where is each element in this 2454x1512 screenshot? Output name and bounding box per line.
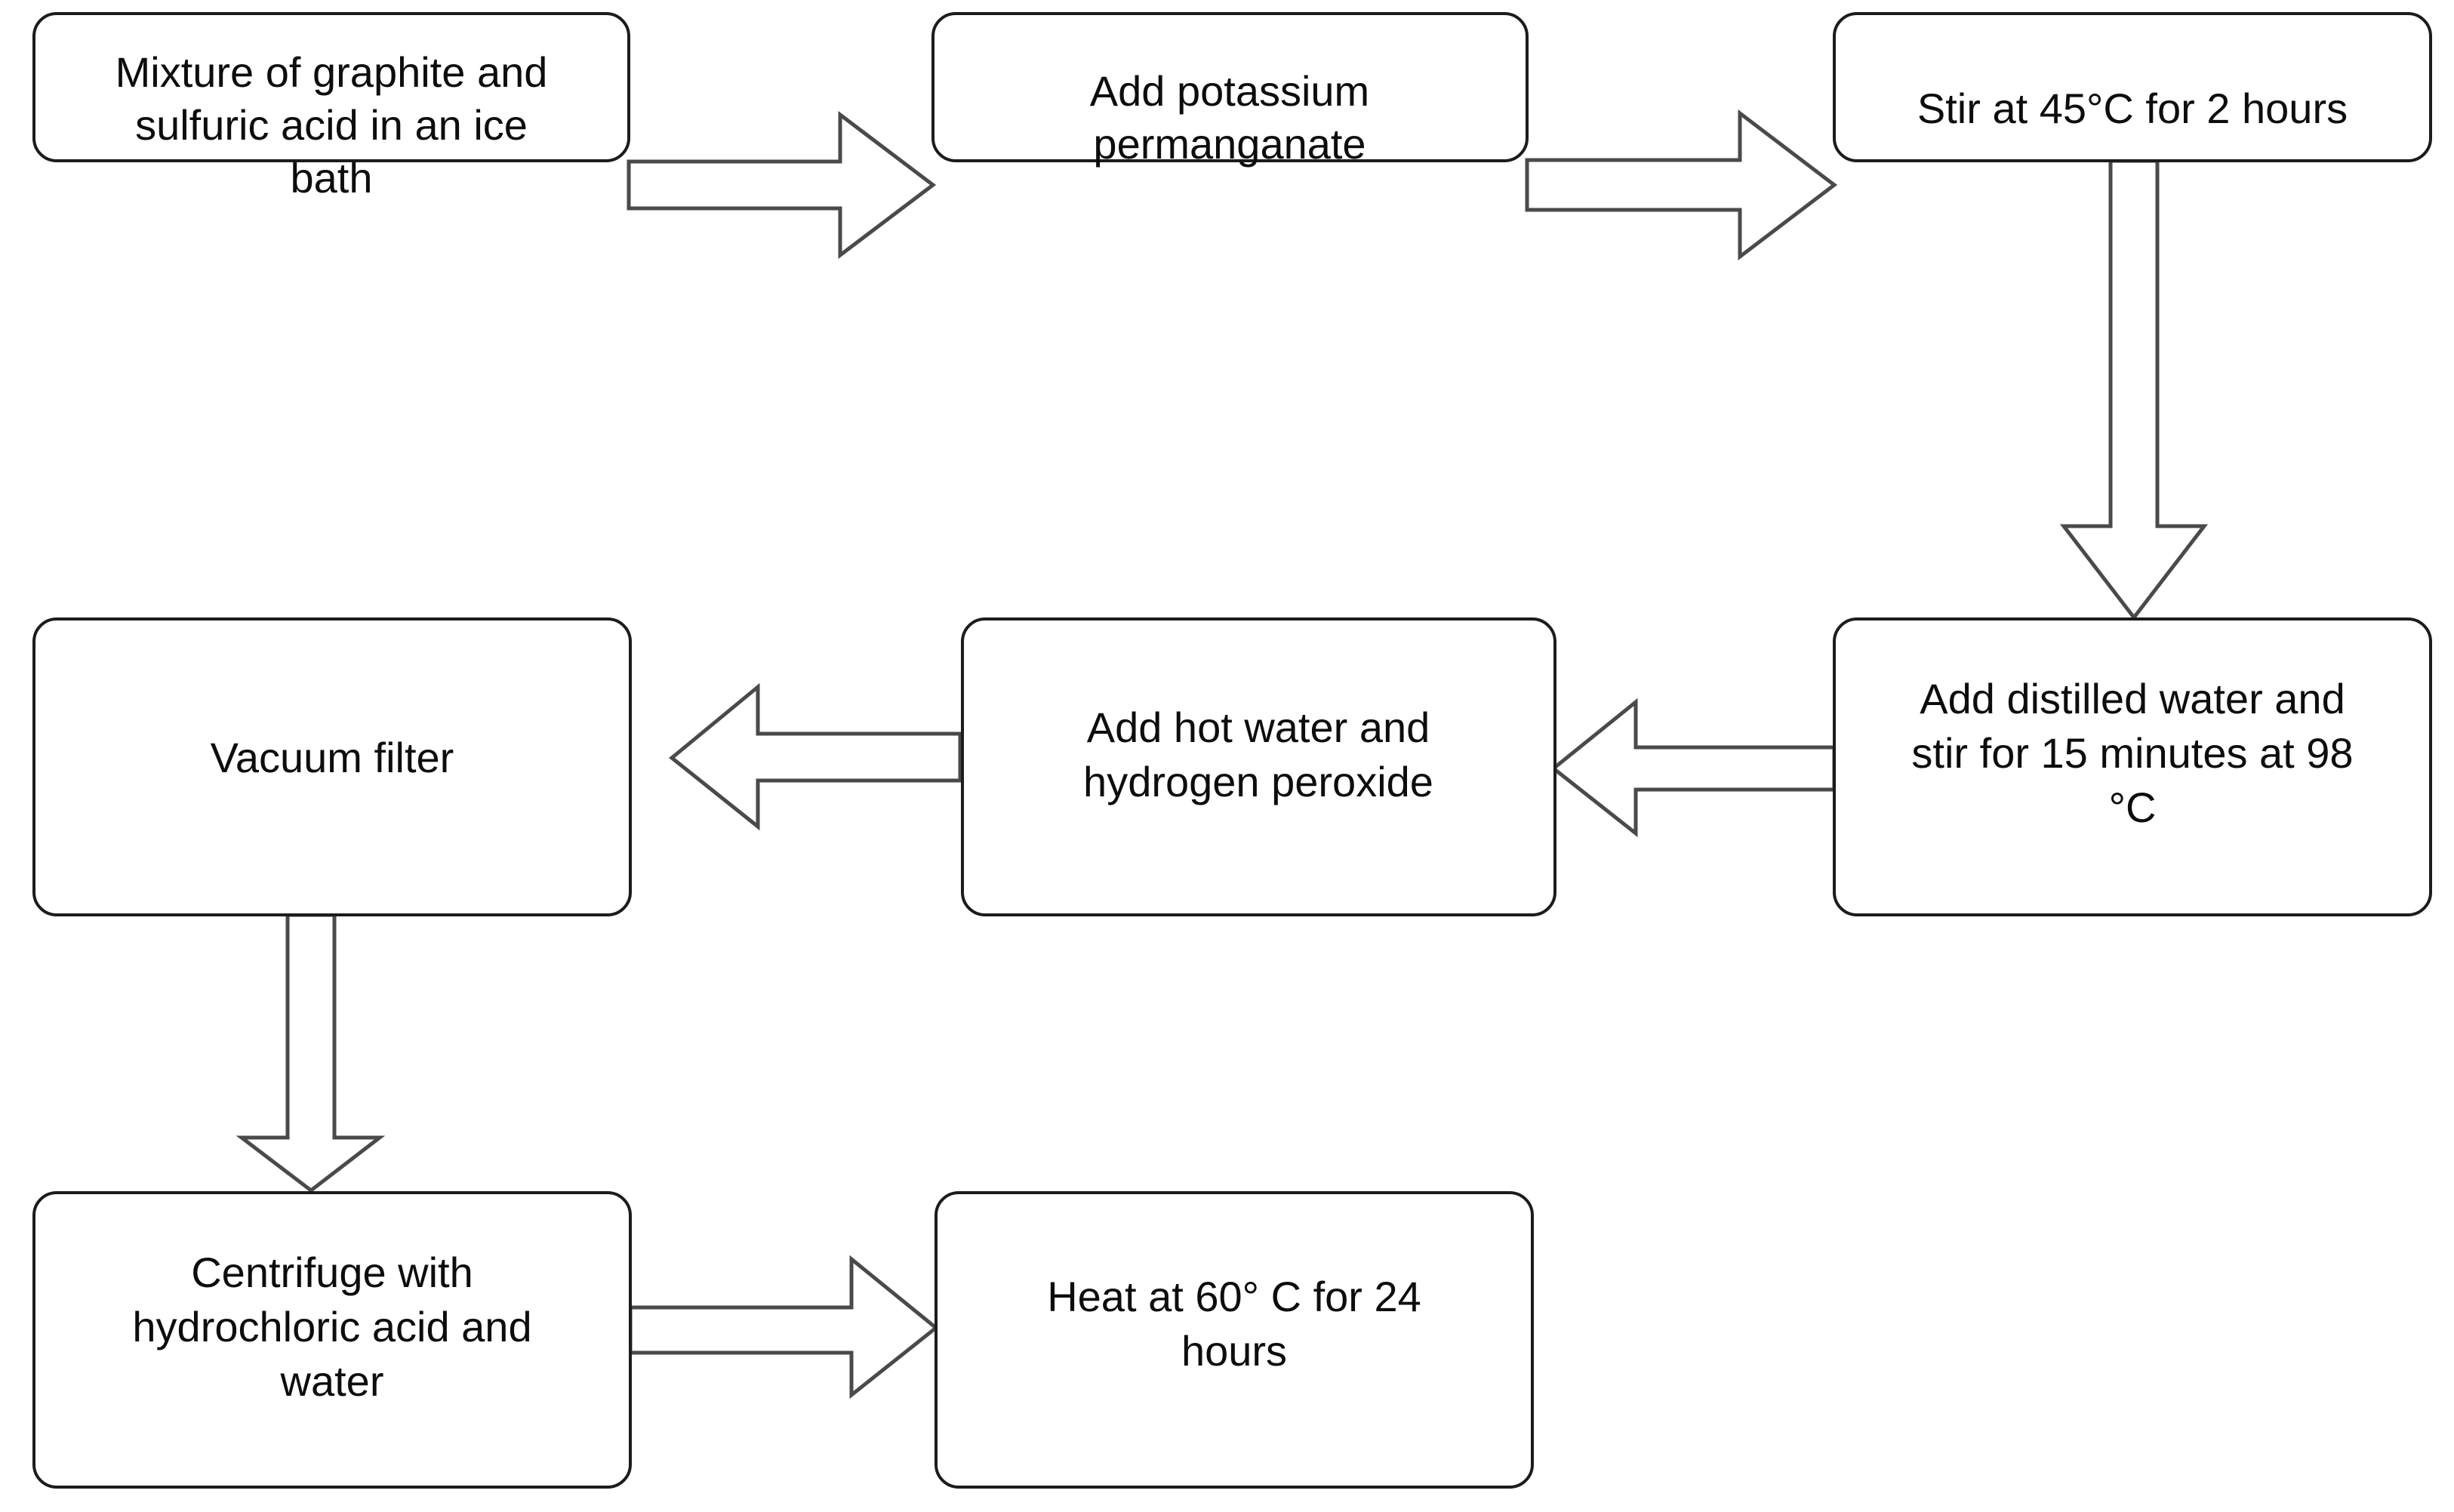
- node-label-line: Vacuum filter: [211, 734, 454, 781]
- node-box[interactable]: [1833, 617, 2432, 916]
- node-label-line: Add hot water and: [1087, 704, 1430, 751]
- edge-arrow-right-n1-n2: [627, 110, 937, 260]
- node-label-line: hours: [1181, 1327, 1287, 1375]
- edge-arrow-down-n3-n4: [2059, 159, 2209, 621]
- node-label-line: Stir at 45°C for 2 hours: [1917, 85, 2348, 132]
- edge-arrow-down-n6-n7: [236, 913, 386, 1193]
- node-box[interactable]: [32, 1191, 632, 1489]
- node-centrifuge-hydrochloric-acid-water[interactable]: Centrifuge with hydrochloric acid and wa…: [32, 1191, 632, 1489]
- node-label-line: Heat at 60° C for 24: [1047, 1273, 1421, 1320]
- node-box[interactable]: [931, 12, 1529, 162]
- edge-arrow-right-n2-n3: [1525, 109, 1838, 261]
- node-label-line: permanganate: [1093, 120, 1366, 168]
- node-box[interactable]: [32, 617, 632, 916]
- node-box[interactable]: [1833, 12, 2432, 162]
- node-box[interactable]: [32, 12, 630, 162]
- node-label-line: Mixture of graphite and: [115, 48, 548, 96]
- node-label-line: sulfuric acid in an ice: [135, 101, 528, 149]
- node-stir-45c-2-hours[interactable]: Stir at 45°C for 2 hours: [1833, 12, 2432, 162]
- node-box[interactable]: [961, 617, 1556, 916]
- node-label-line: hydrochloric acid and: [132, 1303, 531, 1350]
- node-label-line: water: [280, 1357, 384, 1405]
- node-heat-60c-24-hours[interactable]: Heat at 60° C for 24 hours: [934, 1191, 1534, 1489]
- node-add-potassium-permanganate[interactable]: Add potassium permanganate: [931, 12, 1529, 168]
- edge-arrow-left-n4-n5: [1550, 697, 1837, 838]
- node-box[interactable]: [934, 1191, 1534, 1489]
- edge-arrow-right-n7-n8: [628, 1255, 939, 1400]
- node-vacuum-filter[interactable]: Vacuum filter: [32, 617, 632, 916]
- node-label-line: Centrifuge with: [191, 1249, 473, 1296]
- node-mixture-graphite-sulfuric-acid[interactable]: Mixture of graphite and sulfuric acid in…: [32, 12, 630, 202]
- edge-arrow-left-n5-n6: [669, 682, 962, 831]
- node-add-distilled-water-stir-98c[interactable]: Add distilled water and stir for 15 minu…: [1833, 617, 2432, 916]
- node-label-line: hydrogen peroxide: [1083, 758, 1433, 805]
- node-label-line: stir for 15 minutes at 98: [1911, 729, 2353, 777]
- node-label-line: Add distilled water and: [1920, 675, 2345, 722]
- node-add-hot-water-hydrogen-peroxide[interactable]: Add hot water and hydrogen peroxide: [961, 617, 1556, 916]
- node-label-line: °C: [2109, 784, 2157, 831]
- node-label-line: Add potassium: [1090, 67, 1369, 115]
- node-label-line: bath: [291, 154, 373, 202]
